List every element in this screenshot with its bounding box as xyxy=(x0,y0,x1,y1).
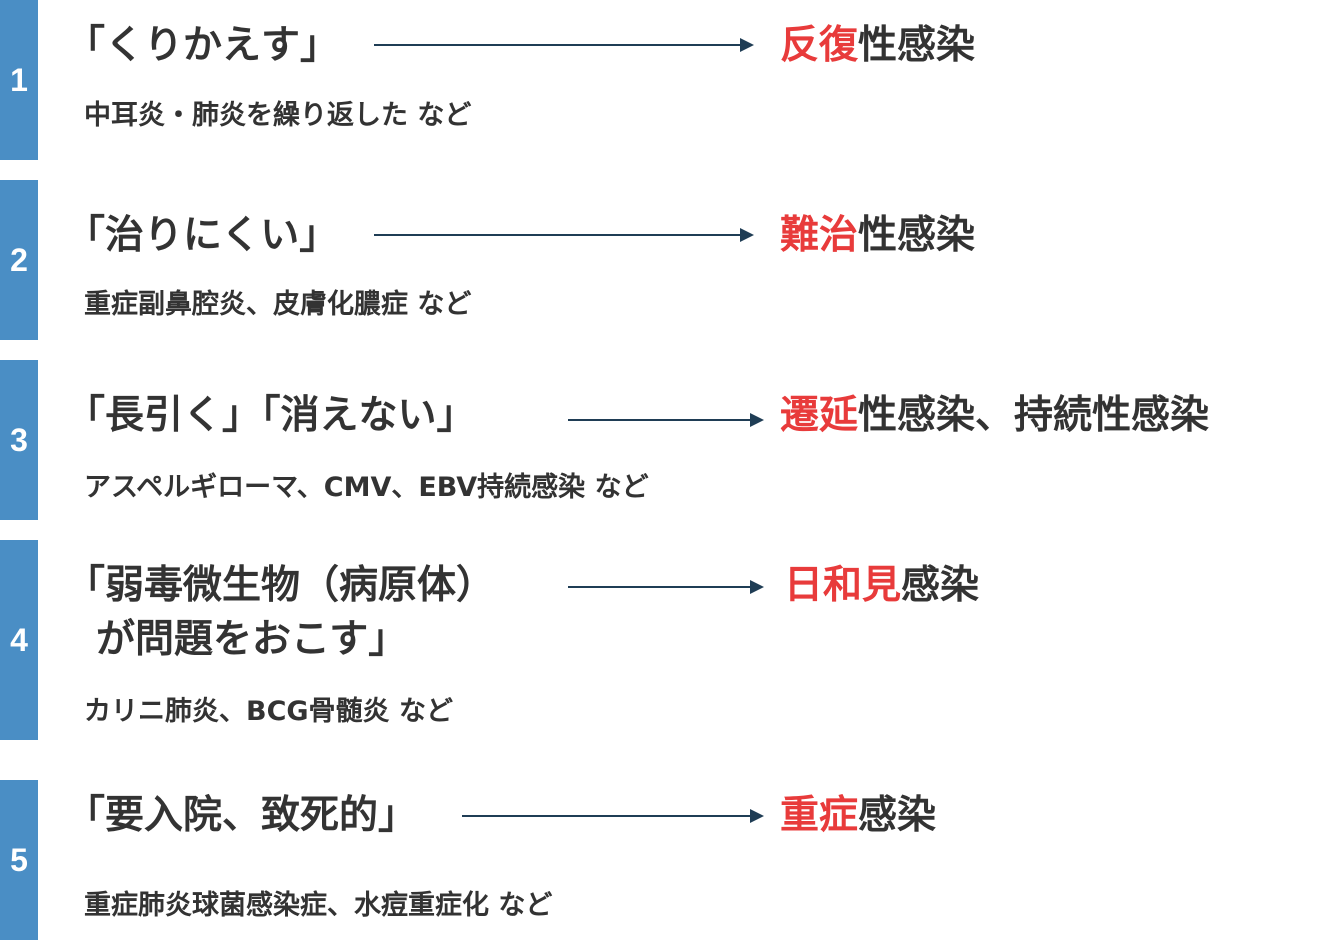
examples-text: 中耳炎・肺炎を繰り返した など xyxy=(84,100,472,131)
arrow-icon xyxy=(462,808,764,824)
infection-type-rest: 感染 xyxy=(858,793,937,838)
row-number: 1 xyxy=(10,61,28,98)
cause-label: 「要入院、致死的」 xyxy=(66,793,418,838)
infection-type-highlight: 反復 xyxy=(780,23,859,68)
infection-type-rest: 感染 xyxy=(901,563,980,608)
row-number-badge: 3 xyxy=(0,360,38,520)
row-number: 2 xyxy=(10,241,28,278)
examples-text: カリニ肺炎、BCG骨髄炎 など xyxy=(84,696,453,727)
row-number: 4 xyxy=(10,621,28,658)
row-number-badge: 1 xyxy=(0,0,38,160)
infection-type-highlight: 重症 xyxy=(780,793,859,838)
cause-label: 「くりかえす」 xyxy=(66,23,340,68)
row-number-badge: 5 xyxy=(0,780,38,940)
row-number: 3 xyxy=(10,421,28,458)
row-number-badge: 4 xyxy=(0,540,38,740)
infection-type-highlight: 難治 xyxy=(780,213,859,258)
infection-type-rest: 性感染 xyxy=(858,213,976,258)
infection-type-rest: 性感染 xyxy=(858,23,976,68)
examples-text: 重症肺炎球菌感染症、水痘重症化 など xyxy=(84,890,553,921)
infection-type: 日和見感染 xyxy=(784,562,979,610)
row-number-badge: 2 xyxy=(0,180,38,340)
infection-type: 難治性感染 xyxy=(780,212,975,260)
cause-label: 「弱毒微生物（病原体） xyxy=(66,563,496,608)
arrow-icon xyxy=(374,227,754,243)
cause-label-line2: が問題をおこす」 xyxy=(96,617,408,662)
examples-text: アスペルギローマ、CMV、EBV持続感染 など xyxy=(84,472,649,503)
arrow-icon xyxy=(568,579,764,595)
infection-type: 遷延性感染、持続性感染 xyxy=(780,392,1209,440)
infection-type: 重症感染 xyxy=(780,792,936,840)
row-number: 5 xyxy=(10,841,28,878)
examples-text: 重症副鼻腔炎、皮膚化膿症 など xyxy=(84,289,472,320)
cause-label: 「治りにくい」 xyxy=(66,213,339,258)
cause-label: 「長引く」「消えない」 xyxy=(66,393,476,438)
infection-type-highlight: 遷延 xyxy=(780,393,859,438)
arrow-icon xyxy=(374,37,754,53)
infection-type-highlight: 日和見 xyxy=(784,563,902,608)
infection-type: 反復性感染 xyxy=(780,22,975,70)
arrow-icon xyxy=(568,412,764,428)
infection-type-rest: 性感染、持続性感染 xyxy=(858,393,1210,438)
